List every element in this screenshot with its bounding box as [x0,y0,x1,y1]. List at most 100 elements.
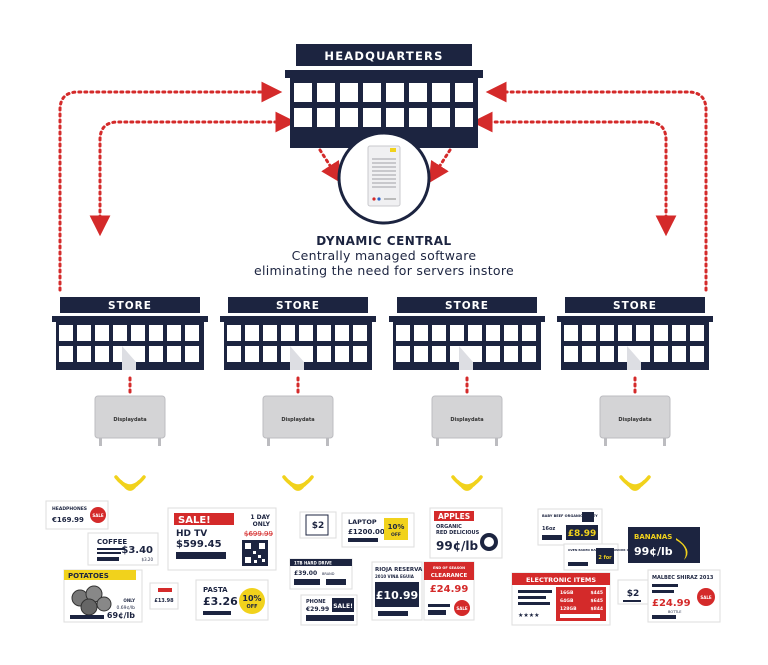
svg-text:BANANAS: BANANAS [634,533,672,541]
label-headphones: HEADPHONES €169.99 SALE [45,500,109,530]
label-bananas: BANANAS 99¢/lb [628,527,700,563]
svg-text:SALE!: SALE! [333,603,353,610]
svg-text:$599.45: $599.45 [176,539,222,550]
base-station-2: Displaydata [262,395,334,446]
svg-text:HD TV: HD TV [176,529,207,539]
shelf-labels: HEADPHONES €169.99 SALE COFFEE $3.40 $3.… [45,500,721,626]
label-electronic-items: ELECTRONIC ITEMS ★★★★ 16GB $445 64GB $64… [511,572,611,626]
svg-text:£1200.00: £1200.00 [348,528,385,536]
svg-text:1TB HARD DRIVE: 1TB HARD DRIVE [294,561,332,566]
hq-to-server-right [428,148,452,184]
store-4: STORE Displaydata [557,297,713,491]
svg-text:OFF: OFF [246,604,257,610]
svg-text:$645: $645 [590,598,603,604]
svg-text:64GB: 64GB [560,598,574,604]
svg-text:ORGANIC: ORGANIC [436,524,462,530]
label-phone: PHONE €29.99 SALE! [300,594,358,626]
base-station-label: Displaydata [281,417,314,423]
svg-text:10%: 10% [242,594,261,603]
svg-text:$2: $2 [627,589,640,599]
svg-text:$844: $844 [590,606,603,612]
store-2: STORE Displaydata [220,297,376,491]
svg-text:99¢/lb: 99¢/lb [634,545,673,558]
svg-text:RED DELICIOUS: RED DELICIOUS [436,530,480,536]
right-inner-connector [471,111,677,237]
label-clearance: END OF SEASON CLEARANCE £24.99 SALE [423,561,475,621]
label-crisps: OVEN BAKED BARBECUE FLAVOUR CRISPS 2 for [563,543,639,571]
svg-text:69¢/lb: 69¢/lb [107,611,135,620]
svg-text:£10.99: £10.99 [376,589,418,602]
dynamic-central-title: DYNAMIC CENTRAL [316,234,452,248]
base-station-3: Displaydata [431,395,503,446]
svg-text:★★★★: ★★★★ [518,612,540,619]
svg-text:£8.99: £8.99 [568,529,596,539]
wifi-icon [619,475,651,491]
svg-text:SALE: SALE [456,606,468,611]
headquarters-label: HEADQUARTERS [324,49,443,63]
store-label: STORE [276,300,320,312]
svg-text:16GB: 16GB [560,590,574,596]
svg-text:2 for: 2 for [598,555,612,561]
left-inner-connector [89,111,297,237]
dynamic-central-caption: DYNAMIC CENTRAL Centrally managed softwa… [234,234,534,278]
base-station-label: Displaydata [113,417,146,423]
wifi-icon [114,475,146,491]
label-rioja: RIOJA RESERVA 2010 VINA EGUIA £10.99 [371,561,423,621]
svg-text:CLEARANCE: CLEARANCE [431,573,468,579]
connection-lines [58,81,708,397]
store-label: STORE [108,300,152,312]
svg-text:$699.99: $699.99 [244,530,273,538]
svg-text:£39.00: £39.00 [294,570,317,577]
right-outer-connector [485,81,708,292]
svg-text:£24.99: £24.99 [430,584,469,595]
svg-text:HEADPHONES: HEADPHONES [52,506,87,512]
label-two-dollar-b: $2 [617,579,649,605]
svg-text:OFF: OFF [391,532,401,538]
dynamic-central-line2: eliminating the need for servers instore [254,263,514,278]
dynamic-central-line1: Centrally managed software [291,248,477,263]
svg-text:$3.20: $3.20 [142,557,154,562]
label-laptop: LAPTOP £1200.00 10% OFF [341,512,415,548]
base-station-4: Displaydata [599,395,671,446]
label-pasta: PASTA £3.26 10% OFF [195,579,269,621]
label-honey: BABY BEEF ORGANIC HONEY 16oz £8.99 [537,508,603,546]
store-label: STORE [613,300,657,312]
label-apples: APPLES ORGANIC RED DELICIOUS 99¢/lb [429,507,503,559]
svg-text:BABY BEEF ORGANIC HONEY: BABY BEEF ORGANIC HONEY [542,514,598,518]
svg-text:$445: $445 [590,590,603,596]
dynamic-central-server [337,131,431,225]
base-station-label: Displaydata [618,417,651,423]
label-sale-tv: SALE! 1 DAY ONLY HD TV $599.45 $699.99 [167,507,277,571]
svg-text:$3.40: $3.40 [121,545,153,556]
svg-text:COFFEE: COFFEE [97,538,127,546]
base-station-1: Displaydata [94,395,166,446]
hq-to-server-left [318,148,342,184]
svg-text:99¢/lb: 99¢/lb [436,539,479,553]
svg-text:MALBEC SHIRAZ 2013: MALBEC SHIRAZ 2013 [652,575,714,581]
wifi-icon [451,475,483,491]
headquarters-building: HEADQUARTERS [285,44,483,148]
svg-text:PHONE: PHONE [306,599,326,605]
svg-text:SALE: SALE [92,513,104,518]
svg-text:END OF SEASON: END OF SEASON [433,566,465,570]
label-coffee: COFFEE $3.40 $3.20 [87,532,159,566]
svg-text:128GB: 128GB [560,606,577,612]
svg-text:LAPTOP: LAPTOP [348,518,377,526]
left-outer-connector [58,81,283,292]
label-malbec: MALBEC SHIRAZ 2013 £24.99 BOTTLE SALE [647,569,721,623]
svg-text:SALE: SALE [700,595,712,600]
svg-text:PASTA: PASTA [203,586,228,594]
svg-text:POTATOES: POTATOES [68,572,109,580]
svg-text:APPLES: APPLES [438,512,470,521]
svg-text:BOTTLE: BOTTLE [668,610,681,614]
svg-text:£3.26: £3.26 [203,595,238,608]
svg-text:€29.99: €29.99 [305,606,329,613]
label-hard-drive: 1TB HARD DRIVE £39.00 BRAND [289,558,353,590]
svg-text:ONLY: ONLY [123,598,135,603]
store-1: STORE Displaydata [52,297,208,491]
svg-text:0.69¢/lb: 0.69¢/lb [116,605,135,611]
base-station-label: Displaydata [450,417,483,423]
svg-text:2010 VINA EGUIA: 2010 VINA EGUIA [375,574,415,579]
